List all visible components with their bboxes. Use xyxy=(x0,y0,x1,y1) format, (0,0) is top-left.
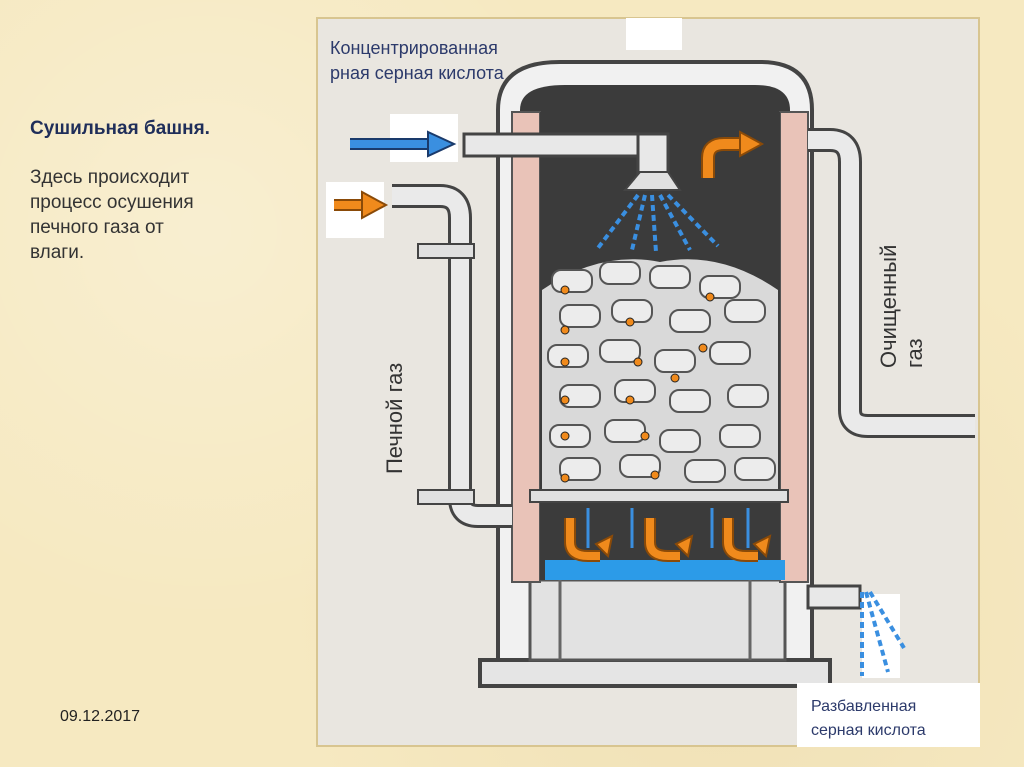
acid-drain-pipe xyxy=(806,584,862,610)
gas-inlet-arrow xyxy=(334,190,389,220)
label-clean-gas: Очищенный газ xyxy=(876,244,927,368)
slide-title: Сушильная башня. xyxy=(30,118,210,139)
right-lining xyxy=(779,111,809,583)
tower-base xyxy=(478,658,832,688)
label-concentrated-acid: Концентрированная рная серная кислота xyxy=(330,38,504,83)
left-lining xyxy=(511,111,541,583)
slide-date: 09.12.2017 xyxy=(60,708,141,725)
label-furnace-gas: Печной газ xyxy=(382,362,407,474)
acid-outflow-arrows xyxy=(860,590,906,676)
packing-bed xyxy=(542,259,778,490)
sprayer-head xyxy=(622,171,682,191)
drip-arrows xyxy=(586,508,750,548)
slide-description: Здесь происходит процесс осушения печног… xyxy=(30,167,194,263)
packing-rings xyxy=(547,261,776,483)
tower-pedestal xyxy=(528,578,787,662)
acid-inlet-arrow xyxy=(350,130,457,158)
support-grate xyxy=(529,489,789,503)
acid-pool xyxy=(545,560,785,580)
label-dilute-acid: Разбавленная серная кислота xyxy=(797,683,980,747)
acid-droplets xyxy=(560,285,715,483)
gas-outlet-arrow xyxy=(701,130,765,178)
spray-arrows xyxy=(596,193,720,253)
acid-inlet-pipe xyxy=(462,132,666,158)
